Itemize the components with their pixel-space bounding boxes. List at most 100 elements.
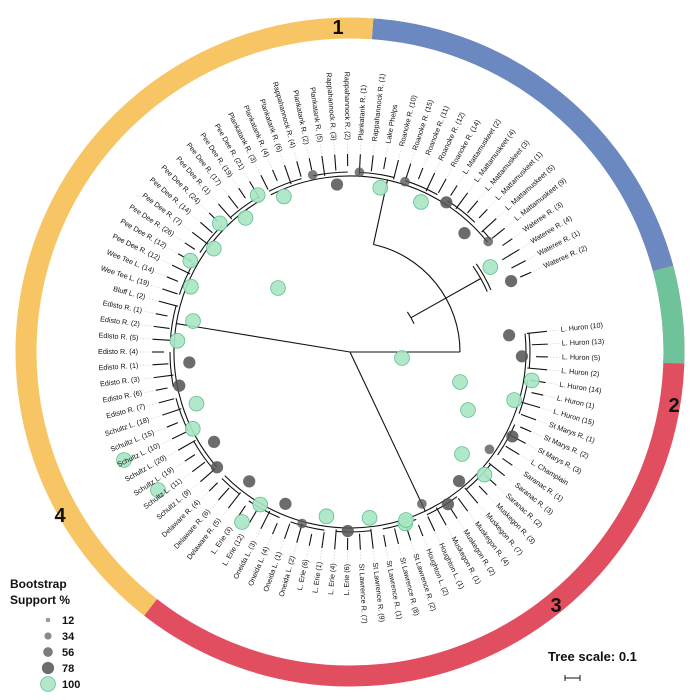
- bootstrap-node: [515, 350, 529, 363]
- bootstrap-node: [413, 194, 429, 210]
- bootstrap-node: [318, 508, 335, 525]
- branch: [260, 510, 271, 530]
- branch: [155, 313, 168, 317]
- leaf-guide: [182, 472, 191, 480]
- bootstrap-node: [398, 512, 414, 528]
- bootstrap-node: [184, 421, 201, 437]
- leaf-guide: [527, 444, 537, 450]
- leaf-guide: [167, 451, 177, 457]
- leaf-label: Bluff L. (2): [112, 284, 146, 301]
- leaf-guide: [488, 200, 496, 209]
- leaf-guide: [458, 175, 464, 184]
- leaf-label: Edisto R. (3): [100, 374, 141, 388]
- leaf-guide: [167, 247, 177, 253]
- bootstrap-node: [506, 392, 522, 408]
- leaf-guide: [497, 486, 506, 494]
- bootstrap-node: [173, 379, 186, 392]
- branch: [177, 439, 196, 451]
- branch: [520, 413, 537, 421]
- leaf-guide: [220, 509, 228, 518]
- branch: [427, 516, 436, 532]
- leaf-guide: [360, 142, 362, 153]
- leaf-guide: [411, 542, 415, 552]
- leaf-label: Edisto R. (5): [98, 331, 138, 343]
- branch: [457, 498, 469, 512]
- bootstrap-node: [506, 430, 519, 443]
- bootstrap-node: [482, 259, 499, 275]
- branch: [171, 431, 187, 440]
- branch: [296, 161, 302, 177]
- branch: [370, 155, 374, 172]
- leaf-guide: [200, 204, 208, 212]
- legend-circle-12: [45, 617, 51, 623]
- legend-title-line1: Bootstrap: [10, 577, 67, 591]
- branch: [425, 172, 436, 192]
- leaf-label: L. Huron (14): [559, 380, 602, 395]
- branch-arc: [268, 178, 302, 192]
- leaf-guide: [458, 520, 464, 529]
- bootstrap-node: [452, 474, 466, 488]
- branch: [166, 276, 179, 282]
- legend-title-line2: Support %: [10, 593, 70, 607]
- branch: [527, 367, 548, 371]
- bootstrap-node: [483, 236, 494, 247]
- leaf-guide: [200, 492, 208, 500]
- clade-number-4: 4: [54, 505, 66, 527]
- branch: [488, 462, 505, 477]
- leaf-guide: [506, 220, 515, 228]
- branch-arc: [221, 478, 240, 495]
- branch: [272, 522, 278, 535]
- leaf-guide: [385, 548, 389, 559]
- branch: [191, 231, 209, 245]
- leaf-guide: [532, 267, 543, 272]
- leaf-guide: [140, 364, 151, 366]
- branch: [502, 238, 513, 246]
- branch: [334, 529, 337, 550]
- branch: [501, 248, 520, 261]
- branch-arc: [406, 311, 415, 325]
- bootstrap-node: [372, 179, 389, 196]
- leaf-guide: [468, 182, 476, 192]
- legend-label-34: 34: [62, 631, 75, 643]
- leaf-guide: [143, 311, 154, 314]
- leaf-guide: [478, 504, 486, 513]
- leaf-guide: [411, 152, 415, 162]
- branch: [158, 398, 175, 404]
- leaf-guide: [155, 427, 166, 432]
- branch: [481, 218, 497, 233]
- branch: [393, 528, 399, 545]
- branch: [238, 505, 246, 517]
- branch: [308, 158, 313, 171]
- branch: [478, 485, 488, 496]
- branch: [450, 185, 458, 196]
- leaf-label: St Lawrence R. (9): [371, 562, 387, 623]
- branch-arc: [290, 521, 325, 531]
- leaf-guide: [333, 142, 335, 153]
- branch-arc: [472, 265, 488, 292]
- leaf-guide: [141, 377, 152, 380]
- leaf-guide: [478, 191, 486, 200]
- clade-number-2: 2: [668, 395, 679, 417]
- bootstrap-node: [182, 252, 199, 269]
- leaf-guide: [333, 551, 335, 562]
- leaf-guide: [146, 403, 157, 407]
- branch: [272, 169, 278, 182]
- leaf-guide: [549, 369, 560, 372]
- branch: [208, 482, 219, 492]
- branch: [283, 523, 291, 540]
- bootstrap-node: [484, 444, 495, 455]
- bootstrap-node: [270, 280, 286, 296]
- branch: [153, 374, 174, 379]
- bootstrap-node: [460, 402, 476, 418]
- leaf-guide: [497, 210, 506, 218]
- bootstrap-node: [252, 496, 269, 513]
- leaf-guide: [541, 407, 552, 412]
- branch-arc: [169, 351, 174, 387]
- branch: [334, 154, 337, 171]
- leaf-label: L. Huron (10): [560, 320, 603, 333]
- branch: [358, 533, 361, 550]
- leaf-guide: [488, 495, 496, 504]
- branch: [321, 155, 326, 176]
- branch: [152, 338, 173, 342]
- clade-arc-2: [652, 265, 685, 364]
